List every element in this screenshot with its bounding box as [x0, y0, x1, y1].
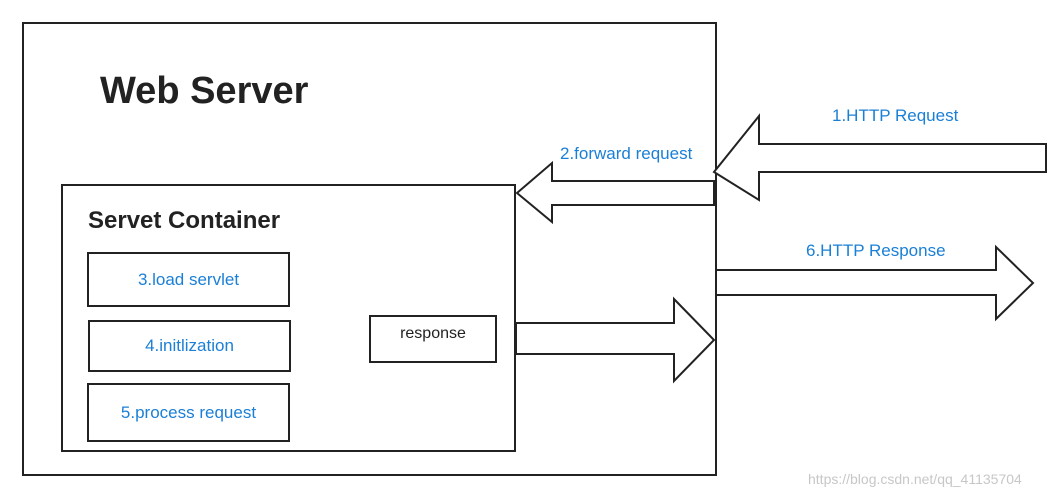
- response-to-server-arrow: [515, 296, 716, 384]
- http-request-label: 1.HTTP Request: [832, 106, 959, 125]
- step-initialization-label: 4.initlization: [145, 336, 234, 355]
- step-initialization: 4.initlization: [88, 320, 291, 372]
- watermark: https://blog.csdn.net/qq_41135704: [808, 471, 1022, 487]
- step-process-request: 5.process request: [87, 383, 290, 442]
- response-box-label: response: [400, 325, 466, 342]
- step-process-request-label: 5.process request: [120, 402, 257, 422]
- step-load-servlet-label: 3.load servlet: [137, 269, 240, 289]
- http-response-arrow: [715, 244, 1035, 322]
- http-response-label: 6.HTTP Response: [806, 241, 946, 260]
- web-server-title: Web Server: [100, 70, 309, 112]
- servlet-container-title: Servet Container: [88, 207, 281, 234]
- forward-request-label: 2.forward request: [560, 144, 693, 163]
- step-load-servlet: 3.load servlet: [87, 252, 290, 307]
- response-box: response: [369, 315, 497, 363]
- http-request-arrow: [712, 113, 1047, 202]
- forward-request-arrow: [515, 160, 715, 225]
